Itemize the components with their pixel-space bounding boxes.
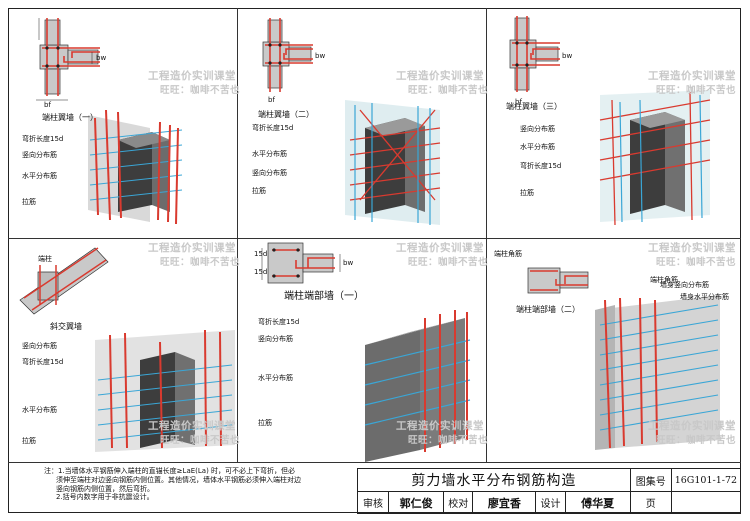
callout-label: 竖向分布筋 xyxy=(520,125,555,133)
callout-label: 竖向分布筋 xyxy=(22,342,57,350)
note-line: 注：1.当墙体水平钢筋伸入端柱的直锚长度≥LaE(La) 时，可不必上下弯折，但… xyxy=(44,467,296,475)
watermark: 工程造价实训课堂 xyxy=(396,70,484,82)
model-p5 xyxy=(364,310,471,462)
atlas-number: 16G101-1-72 xyxy=(670,468,742,492)
watermark: 工程造价实训课堂 xyxy=(148,70,236,82)
watermark: 工程造价实训课堂 xyxy=(148,242,236,254)
dim-label: bf xyxy=(44,101,51,109)
panel-caption: 端柱端部墙（一） xyxy=(284,291,364,302)
watermark: 旺旺：咖啡不苦也 xyxy=(160,257,241,268)
callout-label: 拉筋 xyxy=(22,198,36,206)
checker-name: 廖宜香 xyxy=(472,491,537,514)
designer-name: 傅华夏 xyxy=(564,491,631,514)
grid-line xyxy=(486,8,487,462)
watermark: 旺旺：咖啡不苦也 xyxy=(408,85,489,96)
panel-caption: 端柱翼墙（二） xyxy=(258,110,314,119)
model-p6 xyxy=(595,295,720,450)
model-p1 xyxy=(88,109,183,225)
callout-label: 端柱角筋 xyxy=(650,276,678,284)
panel-caption: 端柱翼墙（三） xyxy=(506,102,562,111)
callout-label: 拉筋 xyxy=(520,189,534,197)
model-p3 xyxy=(599,90,711,226)
atlas-label: 图集号 xyxy=(629,468,672,492)
watermark: 旺旺：咖啡不苦也 xyxy=(160,435,241,446)
callout-label: 拉筋 xyxy=(258,419,272,427)
panel-caption: 斜交翼墙 xyxy=(50,322,82,331)
reviewer-name: 郭仁俊 xyxy=(388,491,445,514)
plan-detail-p2 xyxy=(262,18,313,92)
dim-label: bw xyxy=(343,259,354,267)
plan-detail-p3 xyxy=(509,16,560,92)
plan-detail-p1 xyxy=(36,18,100,101)
callout-label: 弯折长度15d xyxy=(520,162,562,170)
callout-label: 墙身水平分布筋 xyxy=(680,293,729,301)
watermark: 工程造价实训课堂 xyxy=(148,420,236,432)
callout-label: 端柱角筋 xyxy=(494,250,522,258)
callout-label: 水平分布筋 xyxy=(258,374,293,382)
note-line: 竖向钢筋内侧位置，然后弯折。 xyxy=(56,484,154,493)
design-label: 设计 xyxy=(535,491,566,514)
title-block: 剪力墙水平分布钢筋构造 图集号 16G101-1-72 审核 郭仁俊 校对 廖宜… xyxy=(356,468,742,514)
dim-label: 15d xyxy=(254,268,268,276)
watermark: 工程造价实训课堂 xyxy=(396,242,484,254)
dim-label: bw xyxy=(96,54,107,62)
plan-detail-p6 xyxy=(527,267,589,294)
dim-label: 15d xyxy=(254,250,268,258)
plan-detail-p4 xyxy=(19,247,109,315)
dim-label: bw xyxy=(315,52,326,60)
callout-label: 墙身竖向分布筋 xyxy=(660,281,709,289)
callout-label: 弯折长度15d xyxy=(258,318,300,326)
watermark: 旺旺：咖啡不苦也 xyxy=(656,85,737,96)
check-label: 校对 xyxy=(443,491,474,514)
drawing-title: 剪力墙水平分布钢筋构造 xyxy=(357,468,631,492)
page-label: 页 xyxy=(629,491,672,514)
watermark: 旺旺：咖啡不苦也 xyxy=(656,435,737,446)
watermark: 旺旺：咖啡不苦也 xyxy=(408,435,489,446)
callout-label: 水平分布筋 xyxy=(252,150,287,158)
grid-line xyxy=(8,462,741,463)
notes: 注：1.当墙体水平钢筋伸入端柱的直锚长度≥LaE(La) 时，可不必上下弯折，但… xyxy=(44,467,349,502)
grid-line xyxy=(237,8,238,462)
watermark: 工程造价实训课堂 xyxy=(648,70,736,82)
watermark: 旺旺：咖啡不苦也 xyxy=(656,257,737,268)
watermark: 旺旺：咖啡不苦也 xyxy=(160,85,241,96)
watermark: 旺旺：咖啡不苦也 xyxy=(408,257,489,268)
note-line: 2.括号内数字用于非抗震设计。 xyxy=(56,493,154,502)
dim-label: bw xyxy=(562,52,573,60)
callout-label: 拉筋 xyxy=(22,437,36,445)
callout-label: 拉筋 xyxy=(252,187,266,195)
callout-label: 竖向分布筋 xyxy=(258,335,293,343)
dim-label: bf xyxy=(515,98,522,106)
panel-caption: 端柱翼墙（一） xyxy=(42,113,98,122)
callout-label: 竖向分布筋 xyxy=(252,169,287,177)
panel-caption: 端柱端部墙（二） xyxy=(516,305,580,314)
callout-label: 水平分布筋 xyxy=(22,172,57,180)
dim-label: bf xyxy=(268,96,275,104)
rotated-label: 端柱 xyxy=(38,255,52,263)
grid-line xyxy=(8,238,741,239)
callout-label: 弯折长度15d xyxy=(22,135,64,143)
callout-label: 水平分布筋 xyxy=(520,143,555,151)
callout-label: 水平分布筋 xyxy=(22,406,57,414)
watermark: 工程造价实训课堂 xyxy=(648,420,736,432)
callout-label: 弯折长度15d xyxy=(22,358,64,366)
plan-detail-p5 xyxy=(261,242,341,284)
watermark: 工程造价实训课堂 xyxy=(648,242,736,254)
watermark: 工程造价实训课堂 xyxy=(396,420,484,432)
note-line: 须伸至端柱对边竖向钢筋内侧位置。其他情况，墙体水平钢筋必须伸入端柱对边 xyxy=(56,475,301,484)
callout-label: 竖向分布筋 xyxy=(22,151,57,159)
model-p2 xyxy=(345,100,441,225)
model-p4 xyxy=(95,329,235,452)
page-number xyxy=(670,491,742,514)
callout-label: 弯折长度15d xyxy=(252,124,294,132)
review-label: 审核 xyxy=(356,491,390,514)
